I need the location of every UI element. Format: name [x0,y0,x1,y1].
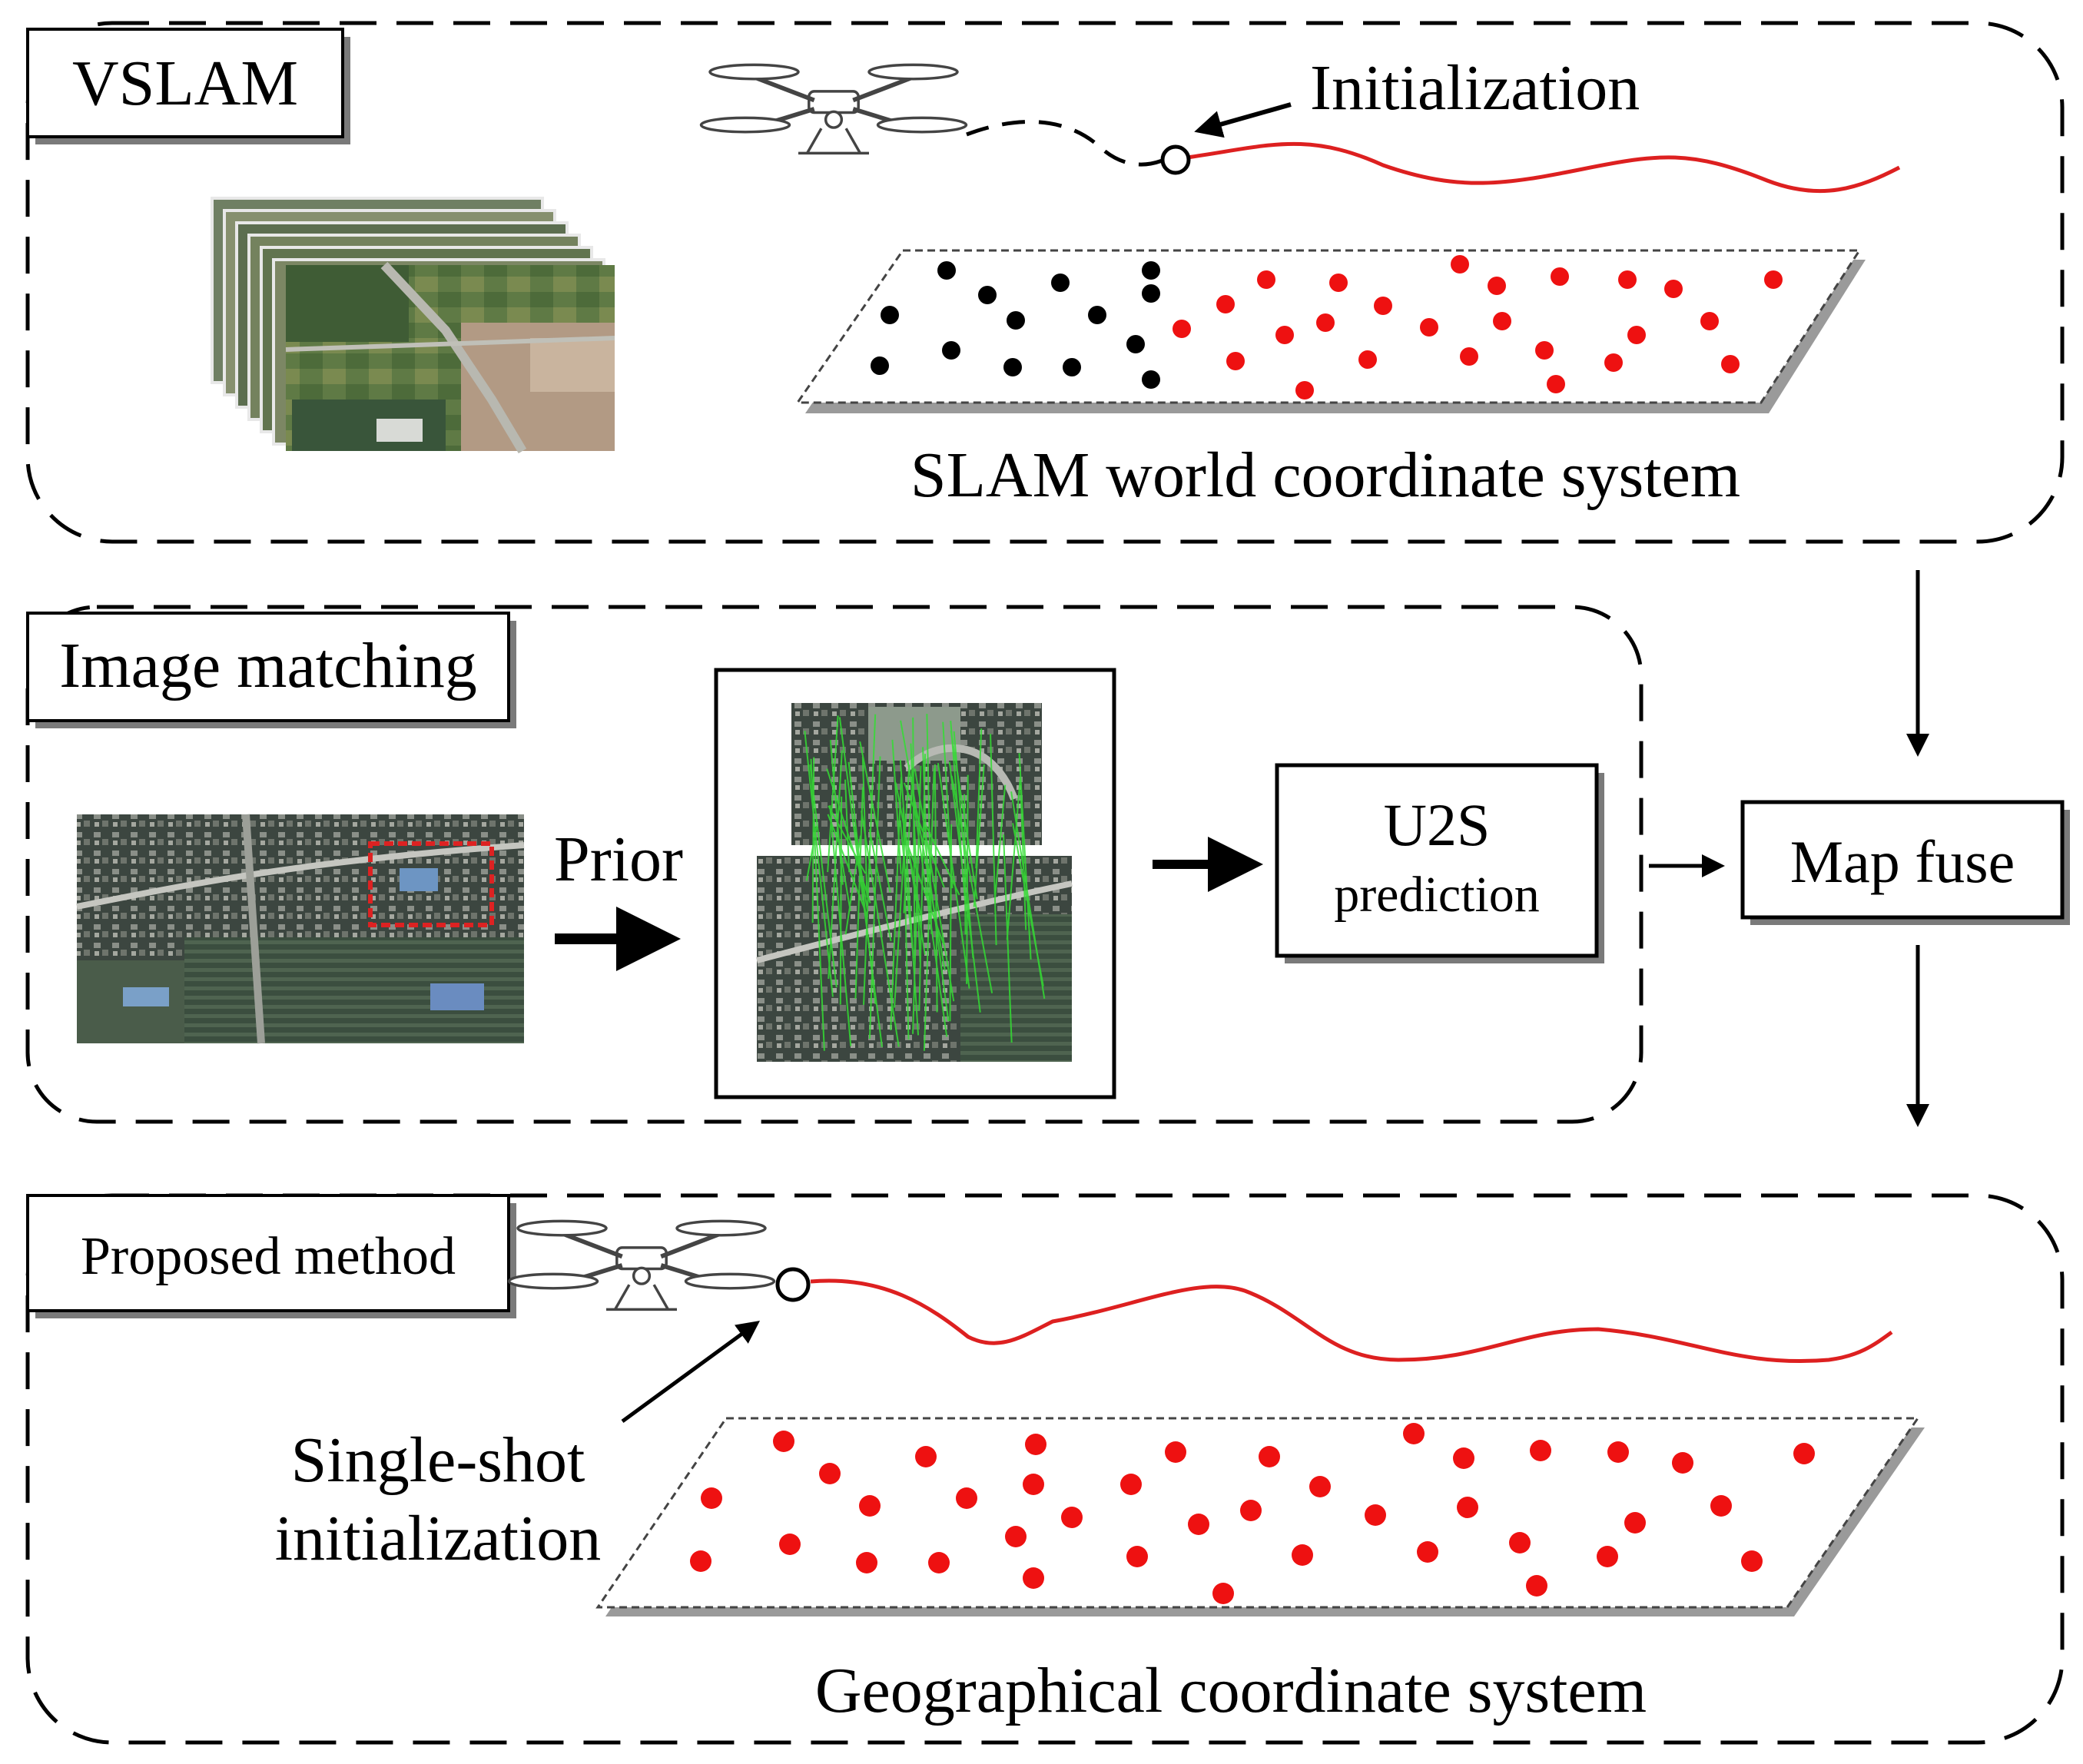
image-matching-title: Image matching [59,630,476,701]
slam-map-points [871,255,1783,400]
initialization-point [1160,144,1191,175]
initialization-label: Initialization [1310,52,1640,124]
geo-map-points [690,1423,1815,1604]
proposed-method-title-box [26,1194,510,1312]
image-matching-title-box [26,612,510,722]
geo-trajectory [810,1278,1893,1364]
satellite-image [76,814,525,1044]
prior-region-box [368,841,494,927]
feature-match-image [714,668,1116,1099]
map-fuse-box [1740,800,2065,920]
proposed-method-section [25,1193,2065,1745]
u2s-prediction-box [1275,763,1599,958]
drone-icon [702,65,967,153]
image-matching-section [25,605,1644,1124]
vslam-section [25,21,2065,544]
slam-coordinate-system-label: SLAM world coordinate system [910,439,1740,511]
u2s-subtitle: prediction [1334,867,1540,923]
arrow-icon [1194,102,1292,138]
map-fuse-label: Map fuse [1790,828,2015,895]
u2s-title: U2S [1384,791,1491,858]
single-shot-label-line1: Single-shot [291,1424,585,1496]
geo-coordinate-system-label: Geographical coordinate system [815,1655,1647,1726]
single-shot-label-line2: initialization [275,1503,602,1574]
vslam-title: VSLAM [72,48,298,119]
slam-trajectory [1186,141,1901,194]
prior-label: Prior [554,824,683,895]
aerial-image-stack [211,197,615,454]
drone-icon [509,1221,774,1309]
dashed-trajectory [966,120,1165,167]
arrow-icon [621,1321,761,1424]
geo-initialization-point [775,1267,811,1302]
proposed-method-title: Proposed method [81,1227,456,1286]
